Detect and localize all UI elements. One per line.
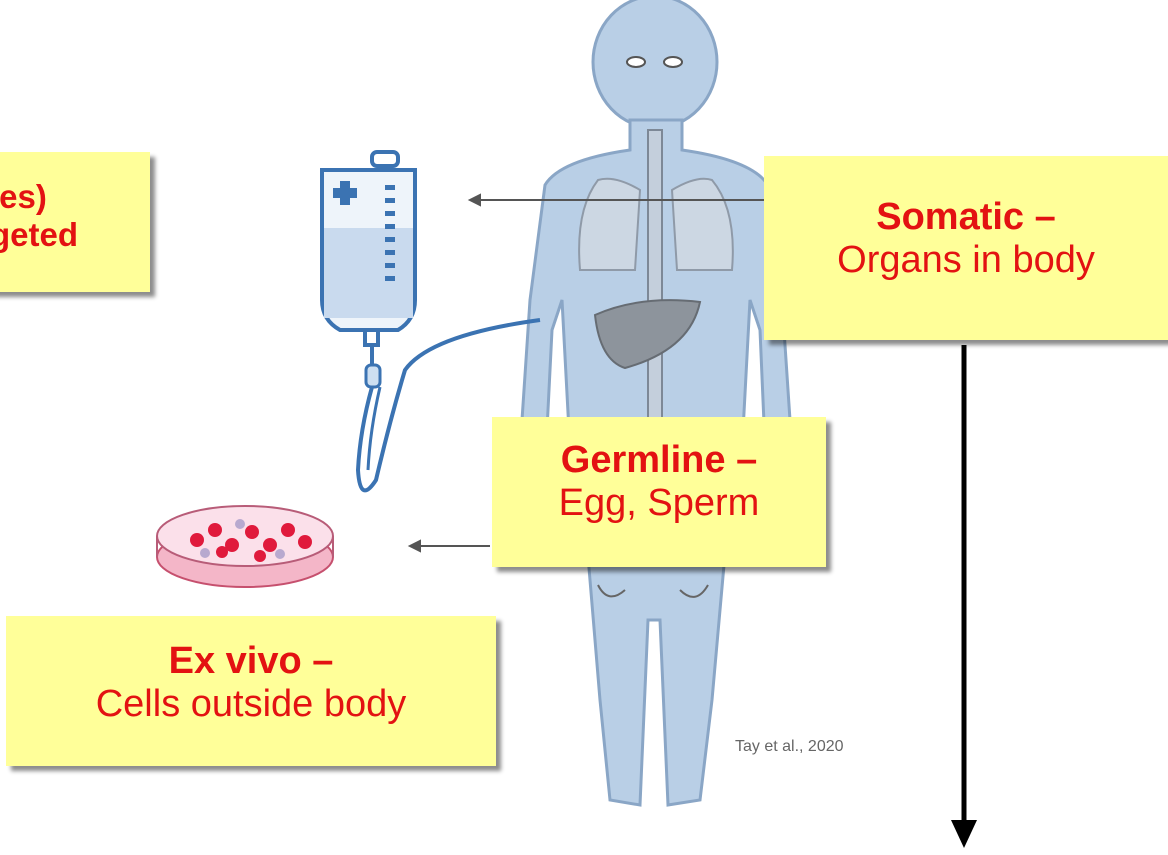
head — [593, 0, 717, 128]
spine — [648, 130, 662, 430]
callout-partial-line1: les) — [0, 178, 150, 216]
down-arrow — [951, 345, 977, 848]
human-body-figure — [520, 0, 792, 805]
ex-vivo-description: Cells outside body — [6, 683, 496, 726]
callout-ex-vivo: Ex vivo – Cells outside body — [6, 616, 496, 766]
germline-description: Egg, Sperm — [492, 482, 826, 525]
citation-text: Tay et al., 2020 — [735, 738, 844, 756]
callout-partial-line2: geted — [0, 216, 150, 254]
germline-title: Germline – — [492, 439, 826, 482]
callout-germline: Germline – Egg, Sperm — [492, 417, 826, 567]
ex-vivo-title: Ex vivo – — [6, 640, 496, 683]
callout-somatic: Somatic – Organs in body — [764, 156, 1168, 340]
petri-dish-icon — [157, 506, 333, 587]
somatic-description: Organs in body — [764, 239, 1168, 282]
somatic-title: Somatic – — [764, 196, 1168, 239]
callout-partial-top-left: les) geted — [0, 152, 150, 292]
